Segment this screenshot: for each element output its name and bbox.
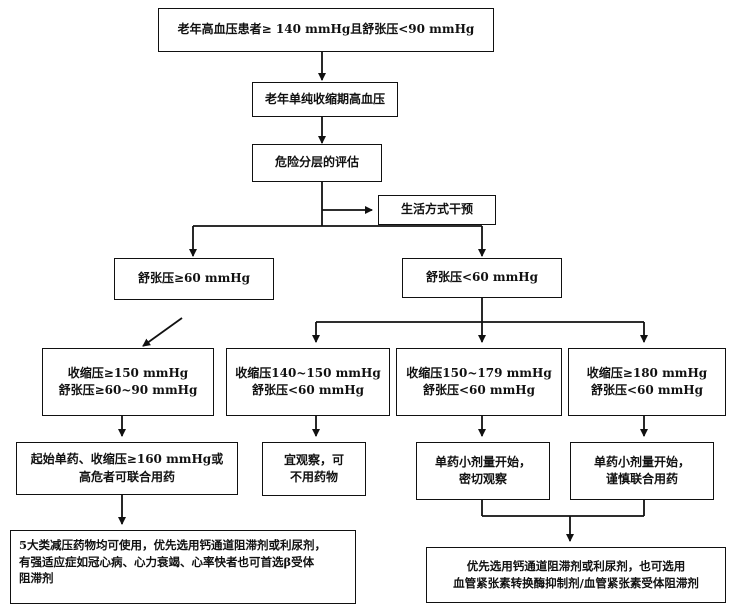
node-isolated-systolic: 老年单纯收缩期高血压 bbox=[252, 82, 398, 117]
node-action-2: 宜观察，可 不用药物 bbox=[262, 442, 366, 496]
node-action-3: 单药小剂量开始， 密切观察 bbox=[416, 442, 550, 500]
node-condition-1: 收缩压≥150 mmHg 舒张压≥60~90 mmHg bbox=[42, 348, 214, 416]
condition-4-line-1: 收缩压≥180 mmHg bbox=[586, 365, 708, 380]
node-top: 老年高血压患者≥ 140 mmHg且舒张压<90 mmHg bbox=[158, 8, 494, 52]
node-risk-assessment: 危险分层的评估 bbox=[252, 144, 382, 182]
action-4-line-1: 单药小剂量开始， bbox=[593, 454, 690, 469]
final-1-line-1: 5大类减压药物均可使用，优先选用钙通道阻滞剂或利尿剂， bbox=[19, 538, 326, 552]
final-1-line-3: 阻滞剂 bbox=[19, 571, 54, 586]
node-action-4: 单药小剂量开始， 谨慎联合用药 bbox=[570, 442, 714, 500]
final-2-line-1: 优先选用钙通道阻滞剂或利尿剂，也可选用 bbox=[466, 559, 686, 574]
condition-3-line-2: 舒张压<60 mmHg bbox=[422, 383, 536, 397]
node-action-1: 起始单药、收缩压≥160 mmHg或 高危者可联合用药 bbox=[16, 442, 238, 495]
node-condition-4: 收缩压≥180 mmHg 舒张压<60 mmHg bbox=[568, 348, 726, 416]
action-2-line-1: 宜观察，可 bbox=[283, 452, 344, 467]
node-condition-2: 收缩压140~150 mmHg 舒张压<60 mmHg bbox=[226, 348, 390, 416]
node-lifestyle-text: 生活方式干预 bbox=[400, 202, 473, 217]
node-diastolic-lt60-text: 舒张压<60 mmHg bbox=[425, 270, 539, 285]
node-lifestyle: 生活方式干预 bbox=[378, 195, 496, 225]
condition-1-line-1: 收缩压≥150 mmHg bbox=[67, 365, 189, 380]
final-2-line-2: 血管紧张素转换酶抑制剂/血管紧张素受体阻滞剂 bbox=[453, 576, 699, 590]
node-diastolic-lt60: 舒张压<60 mmHg bbox=[402, 258, 562, 298]
condition-3-line-1: 收缩压150~179 mmHg bbox=[406, 365, 552, 380]
node-final-2: 优先选用钙通道阻滞剂或利尿剂，也可选用 血管紧张素转换酶抑制剂/血管紧张素受体阻… bbox=[426, 547, 726, 603]
node-diastolic-ge60: 舒张压≥60 mmHg bbox=[114, 258, 274, 300]
arrow-dia-ge60-to-c1 bbox=[142, 317, 183, 347]
condition-2-line-2: 舒张压<60 mmHg bbox=[251, 383, 365, 397]
action-2-line-2: 不用药物 bbox=[289, 470, 338, 484]
node-isolated-systolic-text: 老年单纯收缩期高血压 bbox=[264, 91, 385, 106]
node-condition-3: 收缩压150~179 mmHg 舒张压<60 mmHg bbox=[396, 348, 562, 416]
node-final-1: 5大类减压药物均可使用，优先选用钙通道阻滞剂或利尿剂， 有强适应症如冠心病、心力… bbox=[10, 530, 356, 604]
condition-4-line-2: 舒张压<60 mmHg bbox=[590, 383, 704, 397]
action-4-line-2: 谨慎联合用药 bbox=[605, 472, 678, 486]
condition-1-line-2: 舒张压≥60~90 mmHg bbox=[58, 383, 198, 397]
action-1-line-2: 高危者可联合用药 bbox=[78, 469, 175, 484]
action-1-line-1: 起始单药、收缩压≥160 mmHg或 bbox=[30, 452, 224, 467]
final-1-line-2: 有强适应症如冠心病、心力衰竭、心率快者也可首选β受体 bbox=[19, 554, 315, 569]
condition-2-line-1: 收缩压140~150 mmHg bbox=[235, 365, 381, 380]
node-top-text: 老年高血压患者≥ 140 mmHg且舒张压<90 mmHg bbox=[177, 22, 475, 37]
action-3-line-1: 单药小剂量开始， bbox=[434, 454, 531, 469]
action-3-line-2: 密切观察 bbox=[458, 472, 507, 486]
node-diastolic-ge60-text: 舒张压≥60 mmHg bbox=[137, 271, 251, 286]
node-risk-assessment-text: 危险分层的评估 bbox=[274, 155, 359, 170]
